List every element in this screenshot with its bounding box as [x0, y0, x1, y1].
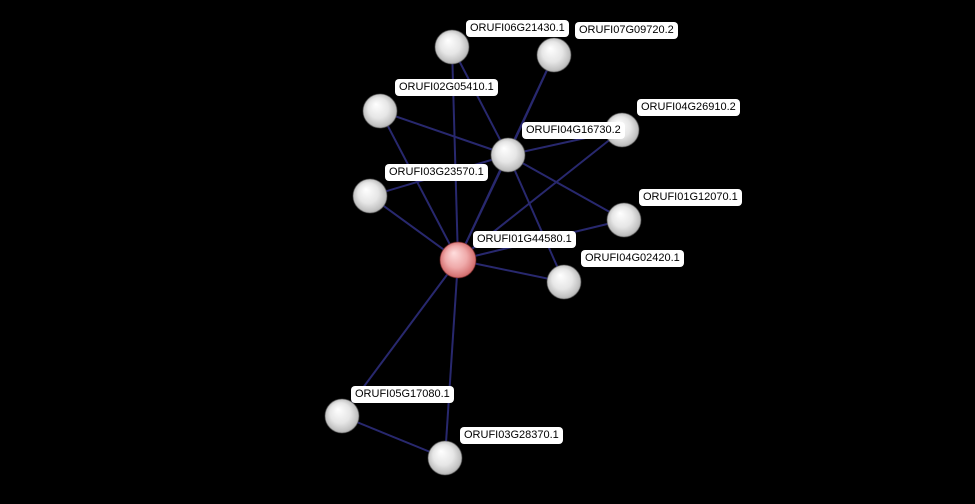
network-edge	[451, 46, 509, 156]
node-label[interactable]: ORUFI07G09720.2	[575, 22, 678, 39]
network-edge	[457, 154, 509, 261]
node-label[interactable]: ORUFI04G02420.1	[581, 250, 684, 267]
node-label[interactable]: ORUFI03G23570.1	[385, 164, 488, 181]
node-label[interactable]: ORUFI06G21430.1	[466, 20, 569, 37]
network-edge	[379, 110, 509, 156]
node-label[interactable]: ORUFI03G28370.1	[460, 427, 563, 444]
node-label[interactable]: ORUFI01G44580.1	[473, 231, 576, 248]
network-node-highlighted[interactable]	[439, 241, 477, 279]
node-label[interactable]: ORUFI04G26910.2	[637, 99, 740, 116]
network-edge	[507, 154, 565, 283]
node-label[interactable]: ORUFI05G17080.1	[351, 386, 454, 403]
network-node[interactable]	[536, 37, 572, 73]
network-edge	[341, 415, 446, 459]
network-node[interactable]	[606, 202, 642, 238]
network-edge	[507, 154, 625, 221]
network-node[interactable]	[490, 137, 526, 173]
network-node[interactable]	[427, 440, 463, 476]
network-edge	[507, 54, 555, 156]
network-edge	[444, 259, 459, 459]
network-edge	[379, 110, 459, 261]
network-node[interactable]	[546, 264, 582, 300]
network-node[interactable]	[434, 29, 470, 65]
node-label[interactable]: ORUFI04G16730.2	[522, 122, 625, 139]
node-label[interactable]: ORUFI02G05410.1	[395, 79, 498, 96]
network-node[interactable]	[352, 178, 388, 214]
network-node[interactable]	[362, 93, 398, 129]
node-label[interactable]: ORUFI01G12070.1	[639, 189, 742, 206]
network-node[interactable]	[324, 398, 360, 434]
